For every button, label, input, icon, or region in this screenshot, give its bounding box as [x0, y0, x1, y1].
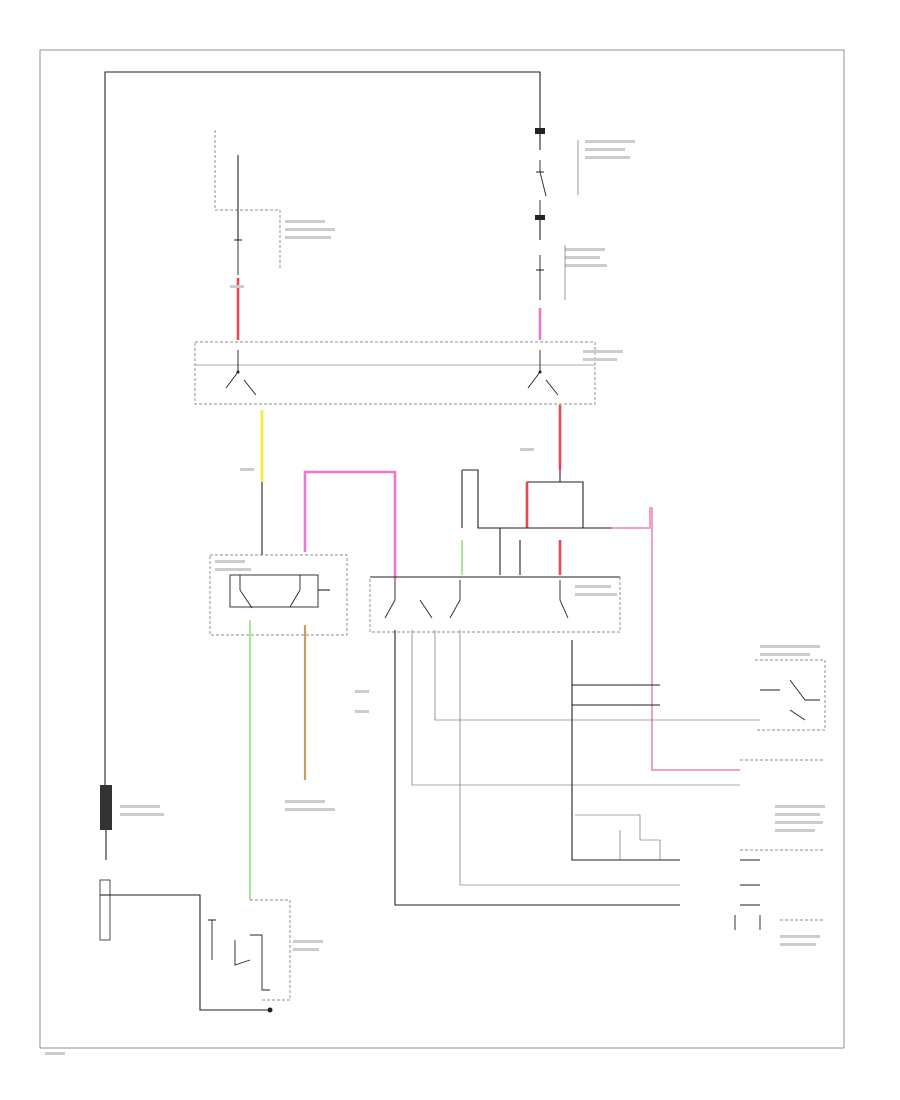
fuse-label-5: [565, 256, 600, 259]
left-fuse-label: [285, 220, 325, 223]
park-neutral-contacts: [384, 580, 569, 619]
relay-box: [461, 469, 630, 575]
signal-wire-2: [434, 630, 760, 721]
starter-relay-contacts: [229, 574, 330, 609]
ecm: [734, 759, 825, 946]
starter-motor: [99, 879, 323, 1013]
fuse-block-right: [535, 128, 635, 340]
junction-switch-right: [527, 350, 559, 396]
diagram-frame: [39, 49, 845, 1049]
transmission-range-sensor: [755, 645, 826, 731]
junction-box: [194, 341, 596, 405]
fuse-label-2: [585, 148, 625, 151]
footer-label: [45, 1052, 65, 1055]
fuse-label-4: [565, 248, 605, 251]
top-feed-wire: [104, 71, 541, 820]
junction-switch-left: [225, 350, 257, 396]
fuse-label-1: [585, 140, 635, 143]
tan-wire-label: [285, 800, 325, 803]
component-labels: [215, 285, 623, 713]
black-wire-main: [394, 630, 680, 906]
light-pink-wire: [612, 507, 740, 771]
signal-wire-4: [571, 640, 680, 861]
fuse-block-left: [214, 130, 335, 340]
battery: [100, 785, 164, 860]
pink-wire-loop: [303, 470, 397, 580]
fuse-label-6: [565, 264, 607, 267]
signal-wire-3: [459, 630, 680, 886]
starter-relay: [209, 554, 348, 636]
signal-wire-1: [411, 630, 740, 786]
fuse-label-3: [585, 156, 630, 159]
